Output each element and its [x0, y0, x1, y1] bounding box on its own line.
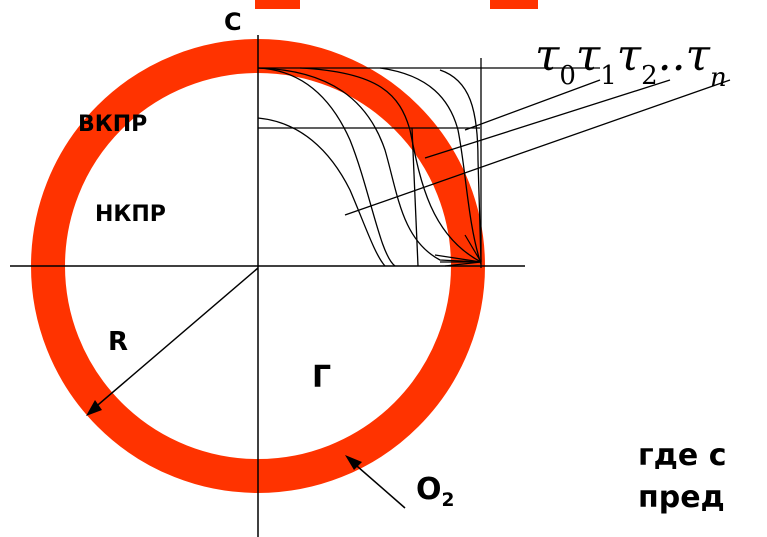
title-fragment-right — [490, 0, 538, 9]
inner-vertical-line — [411, 127, 419, 267]
focus-line-4 — [464, 234, 482, 263]
oxygen-arrow — [349, 459, 406, 509]
radius-label: R — [108, 327, 129, 357]
tau-leader-3 — [344, 79, 731, 216]
c-axis-label: C — [224, 8, 242, 36]
tau-leader-2 — [424, 79, 671, 159]
profile-curve-edge — [439, 69, 482, 263]
tau-sequence-label: τ0τ1τ2..τn — [535, 30, 727, 93]
profile-curve-taun — [379, 67, 482, 265]
nkpr-label: НКПР — [95, 202, 166, 227]
tau-leader-1 — [464, 79, 601, 131]
gas-label: Г — [312, 360, 332, 395]
radius-arrow — [91, 267, 259, 411]
focus-line-3 — [444, 261, 482, 267]
profile-curve-tau1 — [257, 67, 482, 263]
oxygen-arrowhead — [345, 455, 362, 470]
footer-text-line2: пред — [638, 480, 725, 515]
title-fragment-left — [255, 0, 300, 9]
footer-text-line1: где с — [638, 438, 727, 473]
oxygen-label: O2 — [416, 472, 455, 511]
vkpr-label: ВКПР — [78, 112, 148, 137]
profile-curve-tau2 — [299, 67, 482, 263]
profile-curve-tau0 — [257, 67, 396, 267]
focus-line-1 — [434, 254, 482, 263]
profile-curve-inner — [257, 117, 386, 267]
radius-arrowhead — [86, 400, 102, 416]
